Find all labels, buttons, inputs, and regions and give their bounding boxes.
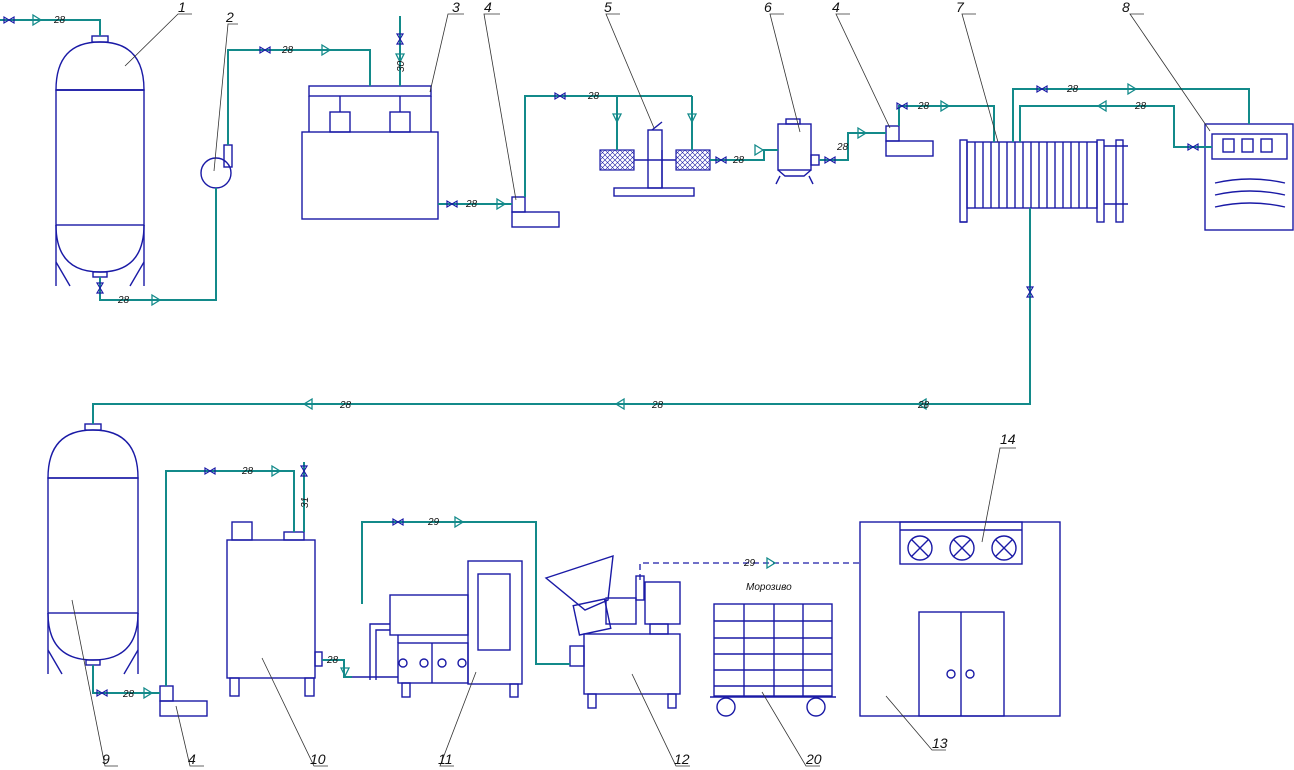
label-12: 12 xyxy=(674,751,690,767)
filter-5 xyxy=(599,121,711,197)
valves xyxy=(3,15,1199,698)
label-4b: 4 xyxy=(832,0,840,15)
label-13: 13 xyxy=(932,735,948,751)
pipe-label: 30 xyxy=(396,60,407,72)
pipe-label: 28 xyxy=(587,91,600,102)
aging-tank-10 xyxy=(226,521,323,697)
filler-12 xyxy=(544,554,681,709)
pipe-label: 29 xyxy=(427,517,440,528)
label-10: 10 xyxy=(310,751,326,767)
pipe-label: 28 xyxy=(917,400,930,411)
mixer-3 xyxy=(301,85,439,220)
pipe-labels: 28 28 28 30 28 28 28 28 28 28 28 28 28 2… xyxy=(53,15,1147,700)
plate-exchanger-7 xyxy=(959,139,1128,223)
label-11: 11 xyxy=(438,751,453,767)
pump-2 xyxy=(200,144,233,189)
label-9: 9 xyxy=(102,751,110,767)
label-4c: 4 xyxy=(188,751,196,767)
label-8: 8 xyxy=(1122,0,1130,15)
label-7: 7 xyxy=(956,0,965,15)
label-20: 20 xyxy=(805,751,822,767)
pipe-label: 28 xyxy=(651,400,664,411)
vessel-6 xyxy=(775,118,820,185)
pipe-label: 28 xyxy=(117,295,130,306)
control-cabinet-8 xyxy=(1204,123,1294,231)
pipe-label: 28 xyxy=(241,466,254,477)
label-14: 14 xyxy=(1000,431,1016,447)
cart-20 xyxy=(710,603,836,717)
label-6: 6 xyxy=(764,0,772,15)
cold-room-13 xyxy=(859,521,1061,717)
pipe-label: 28 xyxy=(465,199,478,210)
label-1: 1 xyxy=(178,0,186,15)
label-3: 3 xyxy=(452,0,460,15)
pipe-label: 31 xyxy=(300,497,311,508)
pipelines xyxy=(0,16,1250,694)
flow-arrows xyxy=(32,13,1138,700)
tank-9 xyxy=(47,423,139,675)
label-4a: 4 xyxy=(484,0,492,15)
freezer-caption: Морозиво xyxy=(746,582,792,593)
pump-4b xyxy=(885,125,934,157)
pump-4c xyxy=(159,685,208,717)
pipe-label: 28 xyxy=(122,689,135,700)
freezer-11 xyxy=(352,560,523,698)
pipe-label: 28 xyxy=(836,142,849,153)
pipe-label: 28 xyxy=(917,101,930,112)
pipe-label: 29 xyxy=(743,558,756,569)
pipe-label: 28 xyxy=(1066,84,1079,95)
pipe-label: 28 xyxy=(326,655,339,666)
pipe-label: 28 xyxy=(281,45,294,56)
pump-4a xyxy=(511,196,560,228)
pipe-label: 28 xyxy=(732,155,745,166)
leader-lines xyxy=(71,13,1211,767)
tank-1 xyxy=(55,35,145,287)
label-5: 5 xyxy=(604,0,612,15)
pipe-label: 28 xyxy=(339,400,352,411)
label-2: 2 xyxy=(225,9,234,25)
pipe-label: 28 xyxy=(1134,101,1147,112)
pipe-label: 28 xyxy=(53,15,66,26)
item-numbers: 1 2 3 4 5 6 4 7 8 9 4 10 11 12 20 13 14 xyxy=(102,0,1130,767)
air-cooler-14 xyxy=(899,521,1023,565)
